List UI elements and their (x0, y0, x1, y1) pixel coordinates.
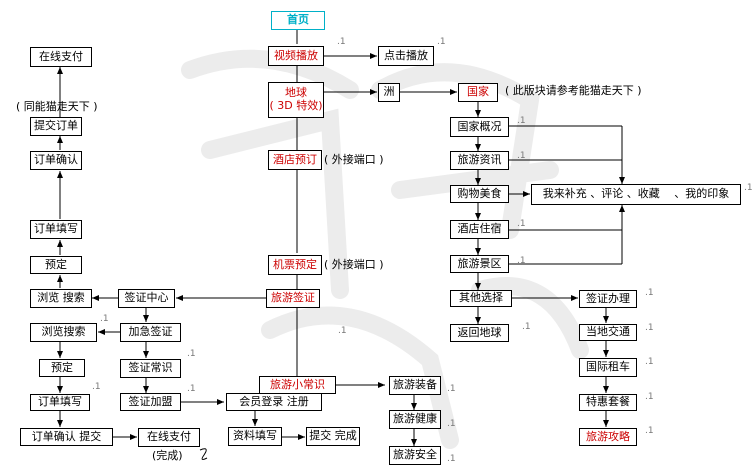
tick-mark: .1 (100, 314, 109, 324)
supplement-node[interactable]: 我来补充 、评论 、收藏 、我的印象 (531, 184, 741, 205)
home-node[interactable]: 首页 (271, 11, 325, 30)
submit-done-node[interactable]: 提交 完成 (306, 427, 360, 446)
hotel-stay-node[interactable]: 酒店住宿 (450, 220, 509, 239)
online-pay-bottom-node[interactable]: 在线支付 (138, 428, 200, 447)
travel-info-node[interactable]: 旅游资讯 (450, 151, 509, 170)
earth-node[interactable]: 地球 ( 3D 特效) (268, 82, 324, 118)
tick-mark: .1 (92, 382, 101, 392)
order-confirm-submit-node[interactable]: 订单确认 提交 (20, 428, 113, 446)
earth-subtitle: ( 3D 特效) (269, 99, 323, 112)
online-pay-top-node[interactable]: 在线支付 (30, 47, 92, 67)
play-node[interactable]: 点击播放 (378, 46, 434, 66)
guide-node[interactable]: 旅游攻略 (579, 428, 637, 446)
other-node[interactable]: 其他选择 (450, 290, 512, 307)
tick-mark: .1 (645, 323, 654, 333)
overview-node[interactable]: 国家概况 (450, 117, 509, 137)
order-fill-top-node[interactable]: 订单填写 (30, 220, 82, 239)
hotel-booking-node[interactable]: 酒店预订 (268, 150, 322, 170)
scenic-node[interactable]: 旅游景区 (450, 255, 509, 273)
health-node[interactable]: 旅游健康 (389, 410, 441, 429)
tick-mark: .1 (645, 426, 654, 436)
tick-mark: .1 (447, 454, 456, 464)
visa-center-node[interactable]: 签证中心 (118, 289, 175, 308)
country-node[interactable]: 国家 (458, 83, 498, 102)
shopping-node[interactable]: 购物美食 (450, 185, 509, 203)
done-note: (完成) (152, 449, 183, 462)
order-confirm-node[interactable]: 订单确认 (30, 151, 82, 170)
visa-common-node[interactable]: 签证常识 (120, 359, 181, 378)
urgent-visa-node[interactable]: 加急签证 (120, 323, 181, 342)
ticket-booking-node[interactable]: 机票预定 (268, 255, 322, 275)
browse-search-2-node[interactable]: 浏览搜索 (30, 323, 97, 342)
tick-mark: .1 (522, 322, 531, 332)
earth-title: 地球 (285, 86, 307, 100)
special-meal-node[interactable]: 特惠套餐 (579, 394, 637, 411)
tick-mark: .1 (645, 288, 654, 298)
order-fill-2-node[interactable]: 订单填写 (30, 394, 90, 411)
intl-car-node[interactable]: 国际租车 (579, 358, 637, 377)
fill-info-node[interactable]: 资料填写 (228, 427, 282, 446)
back-earth-node[interactable]: 返回地球 (450, 324, 509, 342)
browse-search-1-node[interactable]: 浏览 搜索 (30, 289, 92, 308)
tick-mark: .1 (187, 384, 196, 394)
tick-mark: .1 (338, 326, 347, 336)
hotel-booking-note: ( 外接端口 ) (324, 153, 384, 166)
tick-mark: .1 (744, 183, 753, 193)
tick-mark: .1 (447, 384, 456, 394)
tick-mark: .1 (645, 392, 654, 402)
safety-node[interactable]: 旅游安全 (389, 446, 441, 465)
tick-mark: .1 (517, 256, 526, 266)
continent-node[interactable]: 洲 (378, 83, 400, 102)
tick-mark: .1 (437, 37, 446, 47)
travel-visa-node[interactable]: 旅游签证 (266, 289, 320, 308)
tick-mark: .1 (187, 349, 196, 359)
tick-mark: .1 (517, 151, 526, 161)
tick-mark: .1 (517, 116, 526, 126)
ticket-booking-note: ( 外接端口 ) (324, 258, 384, 271)
member-node[interactable]: 会员登录 注册 (226, 393, 322, 411)
local-traffic-node[interactable]: 当地交通 (579, 324, 637, 341)
tick-mark: .1 (517, 219, 526, 229)
same-as-panda-note: ( 同能猫走天下 ) (16, 100, 98, 113)
video-node[interactable]: 视频播放 (268, 46, 324, 66)
reserve-top-node[interactable]: 预定 (30, 256, 82, 274)
equipment-node[interactable]: 旅游装备 (389, 376, 441, 395)
country-note: ( 此版块请参考能猫走天下 ) (505, 84, 642, 97)
tick-mark: .1 (645, 357, 654, 367)
visa-join-node[interactable]: 签证加盟 (120, 393, 181, 411)
tips-node[interactable]: 旅游小常识 (259, 376, 336, 394)
reserve-2-node[interactable]: 预定 (39, 359, 85, 377)
submit-order-node[interactable]: 提交订单 (30, 117, 82, 136)
tick-mark: .1 (447, 419, 456, 429)
visa-apply-node[interactable]: 签证办理 (579, 290, 637, 308)
tick-mark: .1 (337, 37, 346, 47)
